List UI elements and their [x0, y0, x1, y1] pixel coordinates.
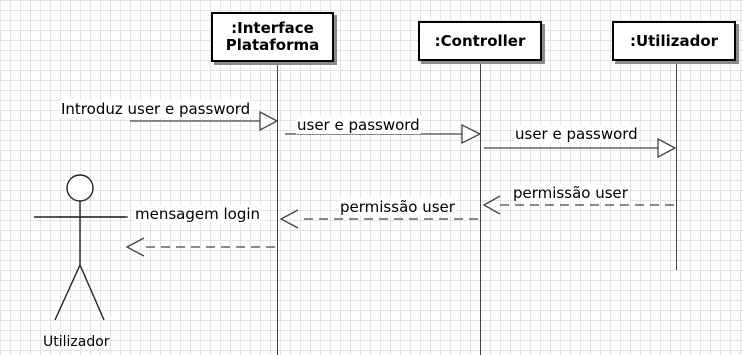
arrowhead-m7 [125, 237, 145, 257]
lifeline-box-utilizador[interactable]: :Utilizador [612, 21, 736, 61]
actor-label[interactable]: Utilizador [43, 334, 110, 350]
arrowhead-m3 [657, 137, 677, 159]
arrowhead-m2 [461, 123, 482, 145]
message-label-m5[interactable]: permissão user [339, 198, 456, 216]
arrowhead-m1 [259, 110, 279, 132]
lifeline-box-controller[interactable]: :Controller [418, 21, 542, 61]
message-label-m3[interactable]: user e password [514, 125, 639, 143]
arrowhead-m5 [279, 209, 299, 229]
lifeline-box-interface[interactable]: :Interface Plataforma [211, 12, 334, 62]
arrowhead-m4 [482, 195, 501, 215]
lifeline-interface [277, 62, 278, 355]
actor-right-leg [79, 264, 105, 321]
lifeline-controller [480, 60, 481, 355]
lifeline-utilizador [676, 60, 677, 270]
lifeline-name: :Interface Plataforma [225, 19, 320, 54]
actor-figure [34, 174, 126, 321]
actor-left-leg [54, 264, 81, 321]
message-label-m6[interactable]: mensagem login [134, 205, 262, 223]
actor-head [66, 174, 94, 202]
lifeline-name: :Utilizador [629, 31, 719, 50]
message-label-m2[interactable]: user e password [296, 116, 421, 134]
message-label-m4[interactable]: permissão user [512, 184, 629, 202]
message-label-m1[interactable]: Introduz user e password [60, 100, 252, 118]
lifeline-name: :Controller [434, 31, 526, 50]
